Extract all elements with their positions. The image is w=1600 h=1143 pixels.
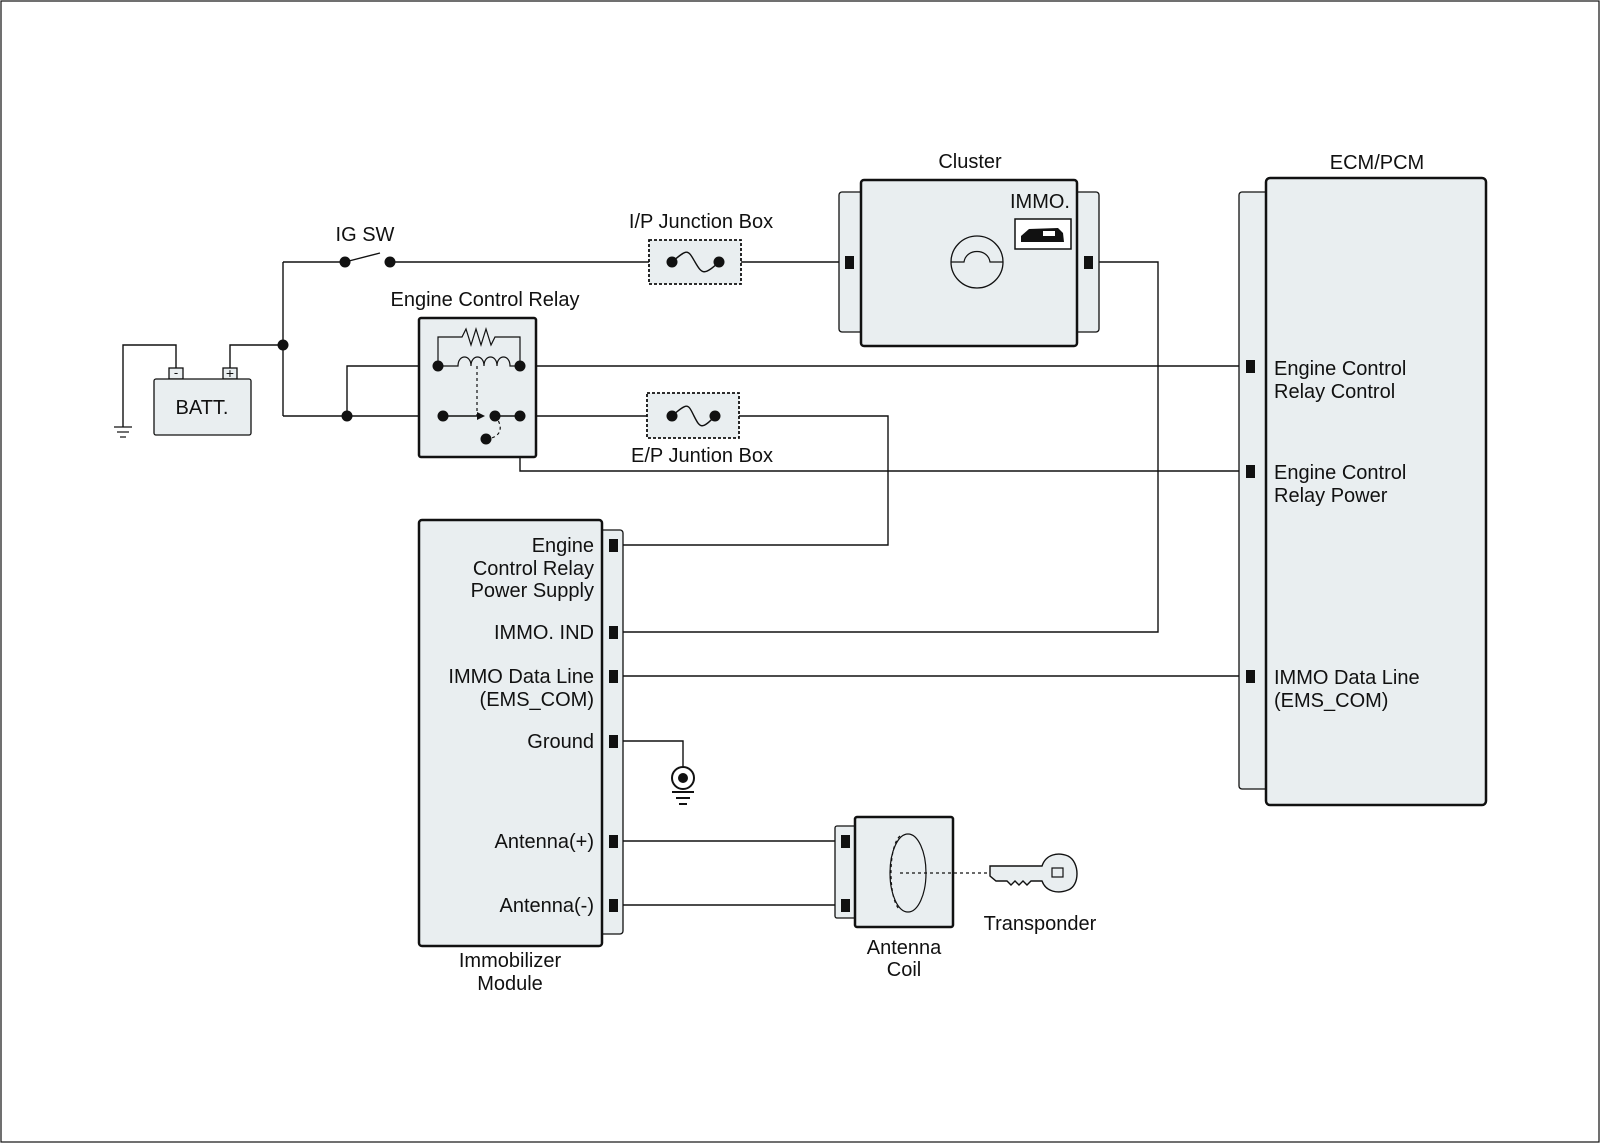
immo-relay-supply-label-3: Power Supply <box>471 580 594 602</box>
antenna-coil-body <box>853 815 955 929</box>
ep-fuse-icon <box>671 405 716 427</box>
relay-switch-arrow-icon <box>477 412 485 420</box>
immo-data-label-1: IMMO Data Line <box>448 666 594 688</box>
cluster-pin-out <box>1084 256 1093 269</box>
ig-sw-contact-right <box>384 256 396 268</box>
chassis-ground-icon <box>114 426 132 438</box>
battery-plus-label: + <box>226 365 234 381</box>
relay-coil-feed-wire <box>346 365 438 416</box>
relay-coil-terminal-in <box>432 360 444 372</box>
transponder-key-icon <box>989 853 1078 893</box>
battery: - + BATT. <box>153 365 252 436</box>
ecm-pin-immo-data <box>1246 670 1255 683</box>
immobilizer-module: Engine Control Relay Power Supply IMMO. … <box>417 518 624 995</box>
ecm-pcm-label: ECM/PCM <box>1330 152 1424 174</box>
relay-coil-icon <box>438 356 520 367</box>
lamp-filament-icon <box>951 250 1003 263</box>
immobilizer-label-1: Immobilizer <box>459 950 562 972</box>
ignition-switch: IG SW <box>336 224 396 268</box>
relay-switch-nc <box>480 433 492 445</box>
bus-junction-relay <box>341 410 353 422</box>
ig-sw-label: IG SW <box>336 224 395 246</box>
antenna-coil: Antenna Coil <box>834 815 990 981</box>
cluster-immo-label: IMMO. <box>1010 191 1070 213</box>
transponder-label: Transponder <box>984 913 1097 935</box>
battery-ground-wire <box>122 344 177 427</box>
epjb-to-immo-wire <box>614 415 889 546</box>
wires <box>122 261 1250 906</box>
ip-junction-box-label: I/P Junction Box <box>629 211 773 233</box>
immo-pin-antenna-plus <box>609 835 618 848</box>
antenna-coil-pin-plus <box>841 835 850 848</box>
ig-sw-blade <box>344 252 381 263</box>
battery-positive-wire <box>229 344 283 370</box>
immo-ground-wire <box>614 740 684 767</box>
ecm-relay-control-label-1: Engine Control <box>1274 358 1406 380</box>
ecm-pcm: ECM/PCM Engine Control Relay Control Eng… <box>1238 152 1488 807</box>
ep-junction-box: E/P Juntion Box <box>631 392 773 467</box>
battery-minus-label: - <box>174 365 178 380</box>
immo-pin-immo-ind <box>609 626 618 639</box>
immobilizer-body <box>417 518 604 948</box>
ecm-relay-control-label-2: Relay Control <box>1274 381 1395 403</box>
ecm-relay-power-label-2: Relay Power <box>1274 485 1388 507</box>
immo-pin-immo-data <box>609 670 618 683</box>
ecm-pin-relay-control <box>1246 360 1255 373</box>
antenna-coil-label-2: Coil <box>887 959 921 981</box>
ip-junction-box: I/P Junction Box <box>629 211 773 285</box>
engine-control-relay-label: Engine Control Relay <box>391 289 580 311</box>
engine-control-relay: Engine Control Relay <box>391 289 580 459</box>
immo-pin-ground <box>609 735 618 748</box>
immo-pin-relay-supply <box>609 539 618 552</box>
relay-body <box>417 316 538 459</box>
antenna-coil-label-1: Antenna <box>867 937 942 959</box>
immo-ind-label: IMMO. IND <box>494 622 594 644</box>
antenna-coil-back-edge <box>890 835 901 911</box>
cluster-label: Cluster <box>938 151 1002 173</box>
car-window <box>1043 231 1055 236</box>
relay-resistor-icon <box>437 326 521 366</box>
immobilizer-label-2: Module <box>477 973 543 995</box>
immo-antenna-minus-label: Antenna(-) <box>500 895 595 917</box>
battery-label: BATT. <box>176 397 229 419</box>
bus-junction-battery <box>277 339 289 351</box>
immo-relay-supply-label-2: Control Relay <box>473 558 594 580</box>
cluster-pin-in <box>845 256 854 269</box>
ip-fuse-icon <box>671 251 720 273</box>
cluster: Cluster IMMO. <box>838 151 1100 348</box>
ep-junction-box-label: E/P Juntion Box <box>631 445 773 467</box>
immo-ind-wire <box>614 261 1159 633</box>
immo-ground-label: Ground <box>527 731 594 753</box>
ecm-immo-data-label-1: IMMO Data Line <box>1274 667 1420 689</box>
ecm-relay-power-label-1: Engine Control <box>1274 462 1406 484</box>
ecm-immo-data-label-2: (EMS_COM) <box>1274 690 1388 712</box>
immo-antenna-plus-label: Antenna(+) <box>494 831 594 853</box>
signal-ground-icon <box>671 766 695 805</box>
ecm-body <box>1264 176 1488 807</box>
antenna-coil-pin-minus <box>841 899 850 912</box>
battery-body <box>153 378 252 436</box>
immo-data-label-2: (EMS_COM) <box>480 689 594 711</box>
relay-power-wire <box>519 416 1250 472</box>
immo-relay-supply-label-1: Engine <box>532 535 594 557</box>
ecm-pin-relay-power <box>1246 465 1255 478</box>
immo-pin-antenna-minus <box>609 899 618 912</box>
relay-coil-terminal-out <box>514 360 526 372</box>
